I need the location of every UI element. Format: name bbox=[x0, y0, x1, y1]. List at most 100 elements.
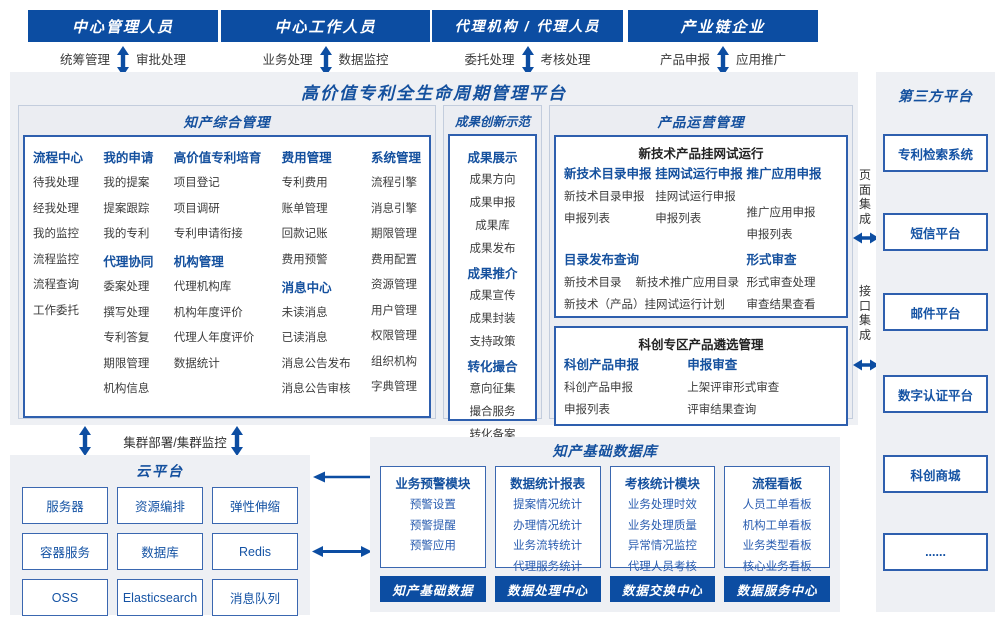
column-header: 消息中心 bbox=[281, 280, 332, 295]
column-header: 费用管理 bbox=[281, 151, 332, 165]
vertical-double-arrow-icon bbox=[78, 426, 92, 456]
menu-item: 流程引擎 bbox=[370, 177, 417, 189]
db-module-item: 人员工单看板 bbox=[742, 499, 812, 511]
menu-item: 意向征集 bbox=[469, 383, 516, 395]
cloud-service: 数据库 bbox=[117, 533, 203, 570]
actor-title: 代理机构 / 代理人员 bbox=[432, 10, 623, 42]
actor-center-managers: 中心管理人员 统筹管理 审批处理 bbox=[28, 10, 218, 76]
db-module-item: 业务处理质量 bbox=[627, 519, 697, 532]
column-header: 科创产品申报 bbox=[564, 358, 640, 372]
menu-item: 代理人年度评价 bbox=[173, 332, 255, 344]
column-header: 机构管理 bbox=[173, 255, 224, 269]
column-header: 目录发布查询 bbox=[564, 253, 640, 267]
third-party-system: 专利检索系统 bbox=[883, 134, 988, 172]
db-module-item: 业务类型看板 bbox=[742, 540, 812, 552]
menu-item: 新技术目录申报 bbox=[564, 191, 645, 203]
menu-item: 成果封装 bbox=[469, 313, 516, 325]
cloud-service: OSS bbox=[22, 579, 108, 616]
menu-item: 挂网试运行申报 bbox=[655, 191, 736, 203]
actor-title: 产业链企业 bbox=[628, 10, 818, 42]
menu-item: 专利答复 bbox=[103, 332, 150, 344]
module-column: 高价值专利培育 项目登记 项目调研 专利申请衔接 机构管理 代理机构库 机构年度… bbox=[174, 145, 262, 408]
cloud-service: 消息队列 bbox=[212, 579, 298, 616]
db-module-item: 机构工单看板 bbox=[742, 519, 812, 532]
menu-item: 工作委托 bbox=[33, 304, 79, 317]
left-arrow-icon bbox=[313, 471, 373, 483]
actor-agencies: 代理机构 / 代理人员 委托处理 考核处理 bbox=[432, 10, 623, 76]
menu-item: 委案处理 bbox=[103, 281, 150, 293]
db-module: 业务预警模块 预警设置 预警提醒 预警应用 bbox=[380, 466, 486, 568]
menu-item: 提案跟踪 bbox=[103, 202, 150, 215]
db-module-item: 预警设置 bbox=[409, 499, 456, 511]
menu-item: 专利申请衔接 bbox=[173, 228, 243, 240]
third-party-title: 第三方平台 bbox=[898, 88, 973, 104]
db-footer-block: 数据处理中心 bbox=[494, 576, 601, 602]
menu-item: 账单管理 bbox=[281, 202, 328, 215]
menu-item: 新技术目录 bbox=[564, 277, 622, 289]
third-party-system: ...... bbox=[883, 533, 988, 571]
menu-item: 专利费用 bbox=[281, 177, 328, 189]
menu-item: 机构信息 bbox=[103, 383, 150, 395]
platform-panel: 高价值专利全生命周期管理平台 知产综合管理 流程中心 待我处理 经我处理 我的监… bbox=[10, 72, 858, 441]
column-header: 成果展示 bbox=[467, 151, 518, 165]
third-party-system: 数字认证平台 bbox=[883, 375, 988, 413]
menu-item: 消息公告审核 bbox=[281, 383, 351, 395]
section-ip-management: 知产综合管理 流程中心 待我处理 经我处理 我的监控 流程监控 流程查询 工作委… bbox=[18, 105, 436, 419]
actor-role-label: 产品申报 bbox=[659, 53, 710, 67]
cloud-service: 服务器 bbox=[22, 487, 108, 524]
menu-item: 已读消息 bbox=[281, 332, 328, 344]
box-title: 新技术产品挂网试运行 bbox=[638, 147, 764, 161]
cluster-row: 集群部署/集群监控 bbox=[30, 426, 320, 456]
section-product-operation: 产品运营管理 新技术产品挂网试运行 新技术目录申报 新技术目录申报 申报列表 挂… bbox=[549, 105, 853, 426]
third-party-system: 科创商城 bbox=[883, 455, 988, 493]
menu-item: 经我处理 bbox=[33, 202, 79, 215]
menu-item: 消息引擎 bbox=[370, 202, 417, 215]
module-column: 申报审查 上架评审形式审查 评审结果查询 bbox=[687, 357, 838, 423]
horizontal-double-arrow-icon bbox=[853, 358, 879, 372]
cluster-label: 集群部署/集群监控 bbox=[123, 436, 227, 450]
db-module-item: 代理服务统计 bbox=[513, 560, 583, 573]
menu-item: 期限管理 bbox=[103, 357, 150, 370]
actor-role-label: 统筹管理 bbox=[59, 53, 110, 67]
catalog-query-block: 目录发布查询 新技术目录 新技术推广应用目录 新技术（产品）挂网试运行计划 bbox=[564, 252, 746, 318]
db-module-item: 业务流转统计 bbox=[513, 540, 583, 552]
menu-item: 字典管理 bbox=[370, 381, 417, 393]
menu-item: 未读消息 bbox=[281, 306, 328, 319]
vertical-double-arrow-icon bbox=[230, 426, 244, 456]
column-header: 高价值专利培育 bbox=[173, 151, 262, 165]
actor-role-label: 应用推广 bbox=[736, 53, 787, 67]
cloud-service: Elasticsearch bbox=[117, 579, 203, 616]
menu-item: 科创产品申报 bbox=[564, 382, 633, 394]
module-column: 挂网试运行申报 挂网试运行申报 申报列表 bbox=[655, 166, 746, 248]
db-module-item: 业务处理时效 bbox=[627, 499, 697, 511]
actor-role-label: 考核处理 bbox=[540, 53, 591, 67]
column-header: 形式审查 bbox=[746, 253, 797, 267]
column-header: 成果推介 bbox=[467, 267, 518, 281]
trial-operation-box: 新技术产品挂网试运行 新技术目录申报 新技术目录申报 申报列表 挂网试运行申报 … bbox=[554, 135, 848, 318]
column-header: 申报审查 bbox=[687, 358, 738, 372]
module-column: 科创产品申报 科创产品申报 申报列表 bbox=[564, 357, 687, 423]
formal-review-block: 形式审查 形式审查处理 审查结果查看 bbox=[746, 252, 837, 318]
column-header: 系统管理 bbox=[370, 151, 421, 165]
horizontal-double-arrow-icon bbox=[853, 231, 879, 245]
menu-item: 成果方向 bbox=[469, 174, 516, 186]
menu-item: 消息公告发布 bbox=[281, 357, 351, 370]
menu-item: 流程查询 bbox=[33, 279, 79, 291]
menu-item: 申报列表 bbox=[564, 213, 610, 225]
db-module-item: 代理人员考核 bbox=[627, 560, 697, 573]
vertical-double-arrow-icon bbox=[319, 46, 333, 76]
cloud-service: 容器服务 bbox=[22, 533, 108, 570]
menu-item: 我的提案 bbox=[103, 177, 150, 189]
db-module-item: 办理情况统计 bbox=[513, 519, 583, 532]
sci-tech-selection-box: 科创专区产品遴选管理 科创产品申报 科创产品申报 申报列表 申报审查 上架评审形… bbox=[554, 326, 848, 426]
module-column: 流程中心 待我处理 经我处理 我的监控 流程监控 流程查询 工作委托 bbox=[33, 145, 83, 408]
section-achievement-demo: 成果创新示范 成果展示 成果方向 成果申报 成果库 成果发布 成果推介 成果宣传… bbox=[443, 105, 542, 441]
actor-center-staff: 中心工作人员 业务处理 数据监控 bbox=[221, 10, 430, 76]
section-title: 成果创新示范 bbox=[454, 115, 530, 129]
menu-item: 代理机构库 bbox=[173, 281, 232, 293]
menu-item: 成果发布 bbox=[469, 243, 516, 255]
column-header: 推广应用申报 bbox=[746, 167, 822, 181]
menu-item: 申报列表 bbox=[564, 404, 610, 416]
menu-item: 新技术（产品）挂网试运行计划 bbox=[564, 299, 725, 311]
menu-item: 新技术推广应用目录 bbox=[635, 277, 740, 289]
